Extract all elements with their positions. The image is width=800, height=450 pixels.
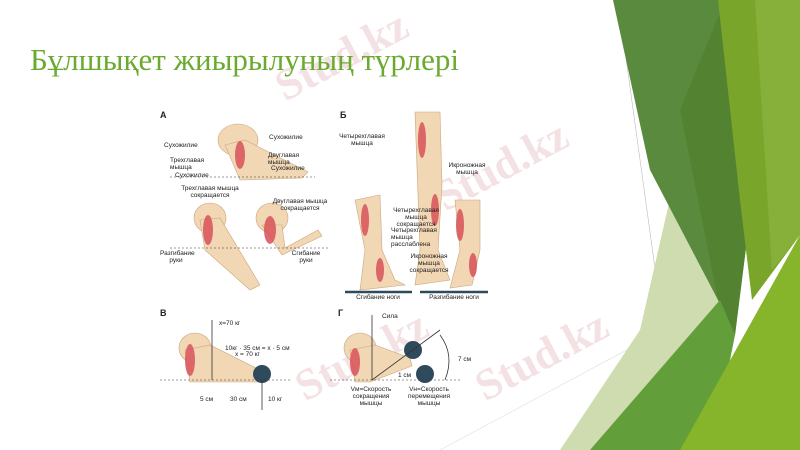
label: Сухожилие <box>271 165 305 172</box>
slide-title: Бұлшықет жиырылуның түрлері <box>30 42 459 77</box>
panel-d-letter: Г <box>338 308 344 318</box>
bright-green-shape <box>680 235 800 450</box>
label: 1 см <box>398 372 412 379</box>
panel-a-letter: А <box>160 110 167 120</box>
label: Четырехглавая мышца сокращается <box>393 207 439 228</box>
label: Сгибание руки <box>291 250 321 264</box>
panel-c-letter: В <box>160 308 167 318</box>
label: Разгибание ноги <box>429 294 479 301</box>
label: Разгибание руки <box>160 250 195 264</box>
panel-b-letter: Б <box>340 110 347 120</box>
anatomy-illustration <box>160 111 488 410</box>
label: Сухожилие <box>175 172 209 179</box>
label: Сухожилие <box>269 134 303 141</box>
label: Икроножная мышца сокращается <box>409 253 449 274</box>
pale-green-shape <box>560 190 720 450</box>
label: Сгибание ноги <box>356 294 400 301</box>
label: 10 кг <box>268 396 283 403</box>
label: Сила <box>382 313 398 320</box>
label: Четырехглавая мышца расслаблена <box>391 227 437 248</box>
label: Четырехглавая мышца <box>339 133 385 147</box>
label: 5 см <box>200 396 214 403</box>
label: Vн=Скорость перемещения мышцы <box>407 386 451 407</box>
label: Vм=Скорость сокращения мышцы <box>350 386 392 407</box>
label: x = 70 кг <box>235 351 260 358</box>
olive-light-shape <box>755 0 800 270</box>
label: Трехглавая мышца <box>170 157 205 171</box>
label: x=70 кг <box>219 320 241 327</box>
label: Трехглавая мышца сокращается <box>181 185 239 199</box>
label: Двуглавая мышца сокращается <box>272 198 328 212</box>
label: Сухожилие <box>164 142 198 149</box>
label: 7 см <box>458 356 472 363</box>
medium-green-shape <box>590 300 735 450</box>
label: 30 см <box>230 396 247 403</box>
label: Икроножная мышца <box>448 162 486 176</box>
label: 10кг · 35 см = x · 5 см <box>225 345 290 352</box>
muscle-contraction-figure: А Сухожилие Сухожилие Трехглавая мышца Д… <box>150 100 490 420</box>
label: Двуглавая мышца <box>268 152 300 166</box>
